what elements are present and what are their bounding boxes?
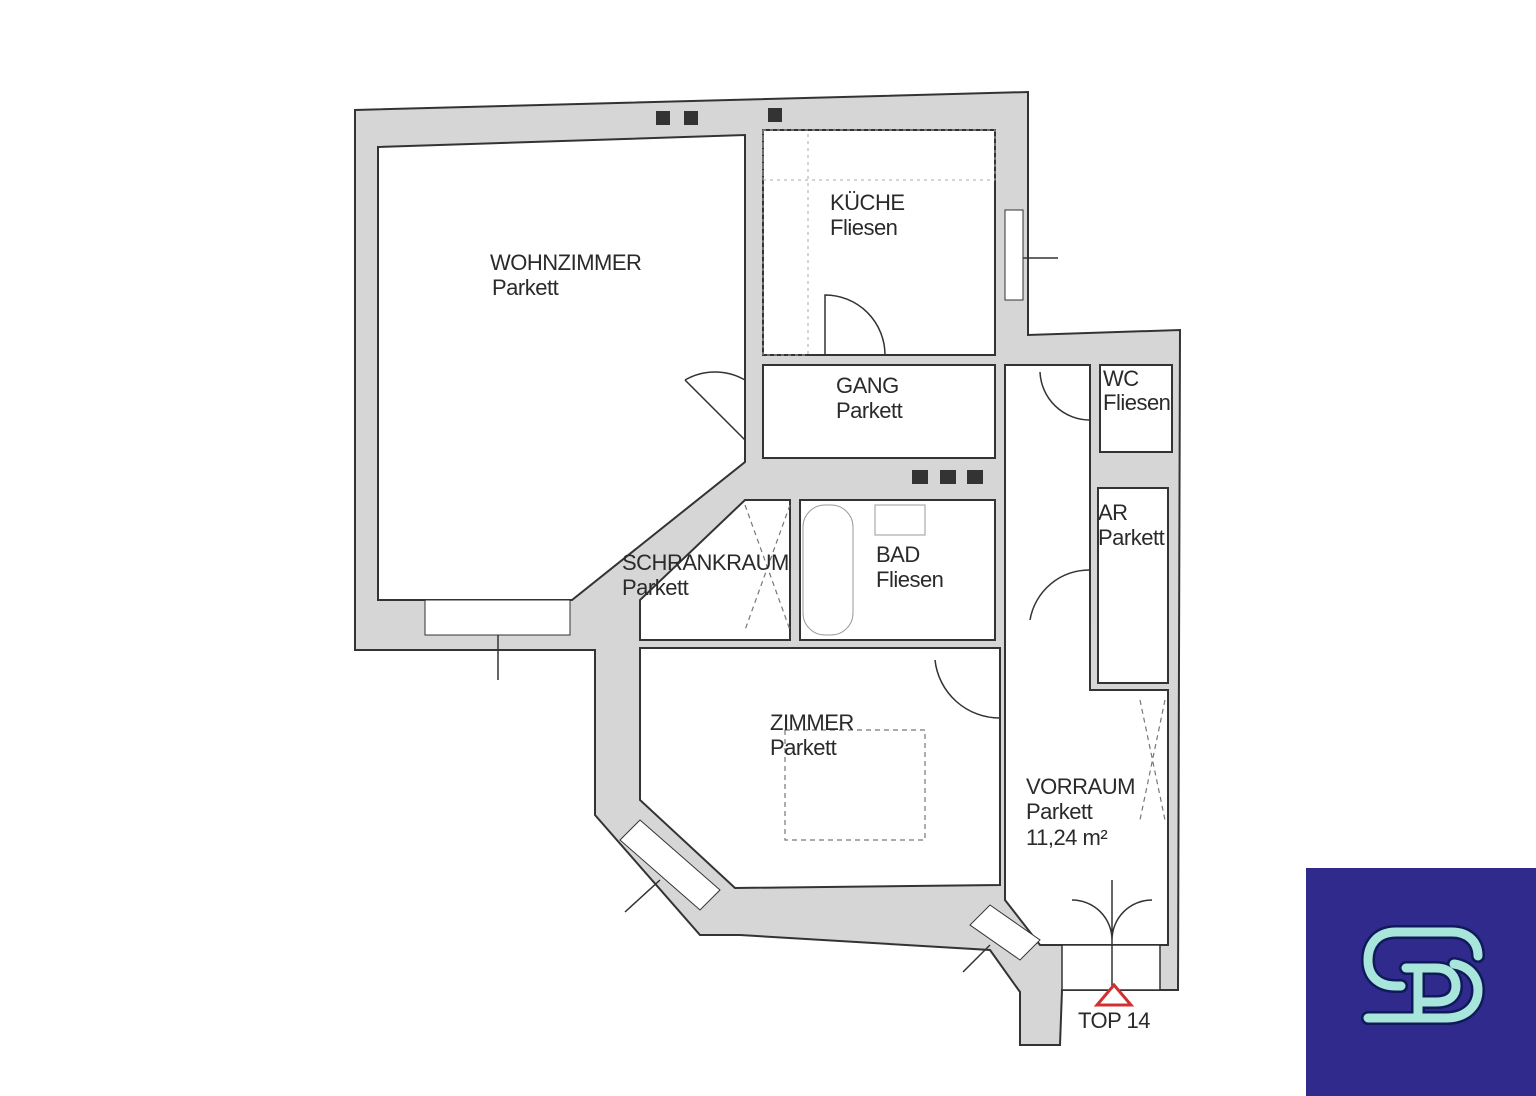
room-wohnzimmer [377,133,746,601]
area-vorraum: 11,24 m² [1026,825,1107,850]
entrance-area [1061,944,1161,991]
label-bad: BAD [876,542,920,567]
doors [684,294,1153,990]
bathtub [802,504,926,636]
kitchen-hatch [762,129,996,356]
brand-logo [1306,868,1536,1096]
room-schrankraum [639,499,791,641]
entrance-triangle-icon [1093,982,1135,1007]
floor-wohnzimmer: Parkett [492,275,559,300]
label-ar: AR [1098,500,1128,525]
floor-zimmer: Parkett [770,735,837,760]
wardrobe-lines [744,504,1166,841]
floor-gang: Parkett [836,398,903,423]
room-zimmer [639,647,1001,890]
label-wohnzimmer: WOHNZIMMER [490,250,641,275]
sp-logo-icon [1360,925,1486,1025]
label-vorraum: VORRAUM [1026,774,1135,799]
room-kueche [762,129,996,356]
floor-kueche: Fliesen [830,215,897,240]
floor-vorraum: Parkett [1026,799,1093,824]
floor-bad: Fliesen [876,567,943,592]
label-kueche: KÜCHE [830,190,905,215]
room-bad [799,499,996,641]
floor-ar: Parkett [1098,525,1165,550]
room-ar [1097,487,1169,684]
floor-schrankraum: Parkett [622,575,689,600]
label-gang: GANG [836,373,899,398]
floor-wc: Fliesen [1103,390,1170,415]
label-schrankraum: SCHRANKRAUM [622,550,789,575]
room-wc [1099,364,1173,453]
room-gang [762,364,996,459]
label-zimmer: ZIMMER [770,710,854,735]
entrance-label: TOP 14 [1078,1008,1150,1033]
label-wc: WC [1103,366,1139,391]
windows [424,209,1058,973]
shafts [656,108,983,484]
